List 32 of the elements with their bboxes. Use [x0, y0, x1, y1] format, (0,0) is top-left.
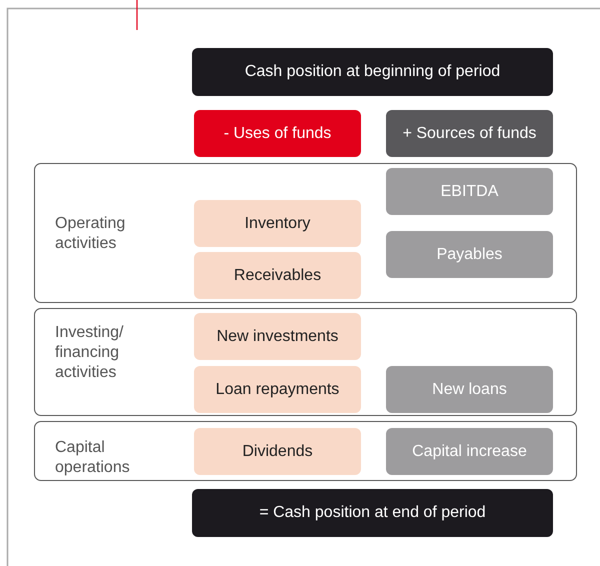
header-box: [194, 110, 361, 157]
box-label: = Cash position at end of period: [259, 504, 486, 522]
box-label: New loans: [432, 380, 507, 398]
box-label: Loan repayments: [216, 380, 340, 398]
box-label: Capital increase: [412, 442, 527, 460]
box-label: New investments: [216, 328, 338, 346]
section-band: [34, 163, 577, 303]
item-box: [386, 428, 553, 475]
box-label: Inventory: [244, 214, 310, 232]
item-box: [194, 252, 361, 299]
total-box: [192, 489, 553, 537]
box-label: Receivables: [234, 266, 322, 284]
item-box: [194, 428, 361, 475]
section-label: Investing/ financing activities: [55, 323, 124, 383]
section-band: [34, 421, 577, 481]
item-box: [386, 366, 553, 413]
item-box: [194, 366, 361, 413]
item-box: [194, 200, 361, 247]
box-label: Dividends: [242, 442, 313, 460]
item-box: [194, 313, 361, 360]
box-label: - Uses of funds: [224, 124, 332, 142]
total-box: [192, 48, 553, 96]
box-label: Payables: [436, 246, 502, 264]
header-box: [386, 110, 553, 157]
box-label: + Sources of funds: [402, 124, 536, 142]
box-label: EBITDA: [440, 182, 498, 200]
section-band: [34, 308, 577, 416]
box-label: Cash position at beginning of period: [244, 63, 500, 81]
section-label: Capital operations: [55, 438, 131, 478]
section-label: Operating activities: [55, 214, 126, 254]
item-box: [386, 168, 553, 215]
item-box: [386, 231, 553, 278]
